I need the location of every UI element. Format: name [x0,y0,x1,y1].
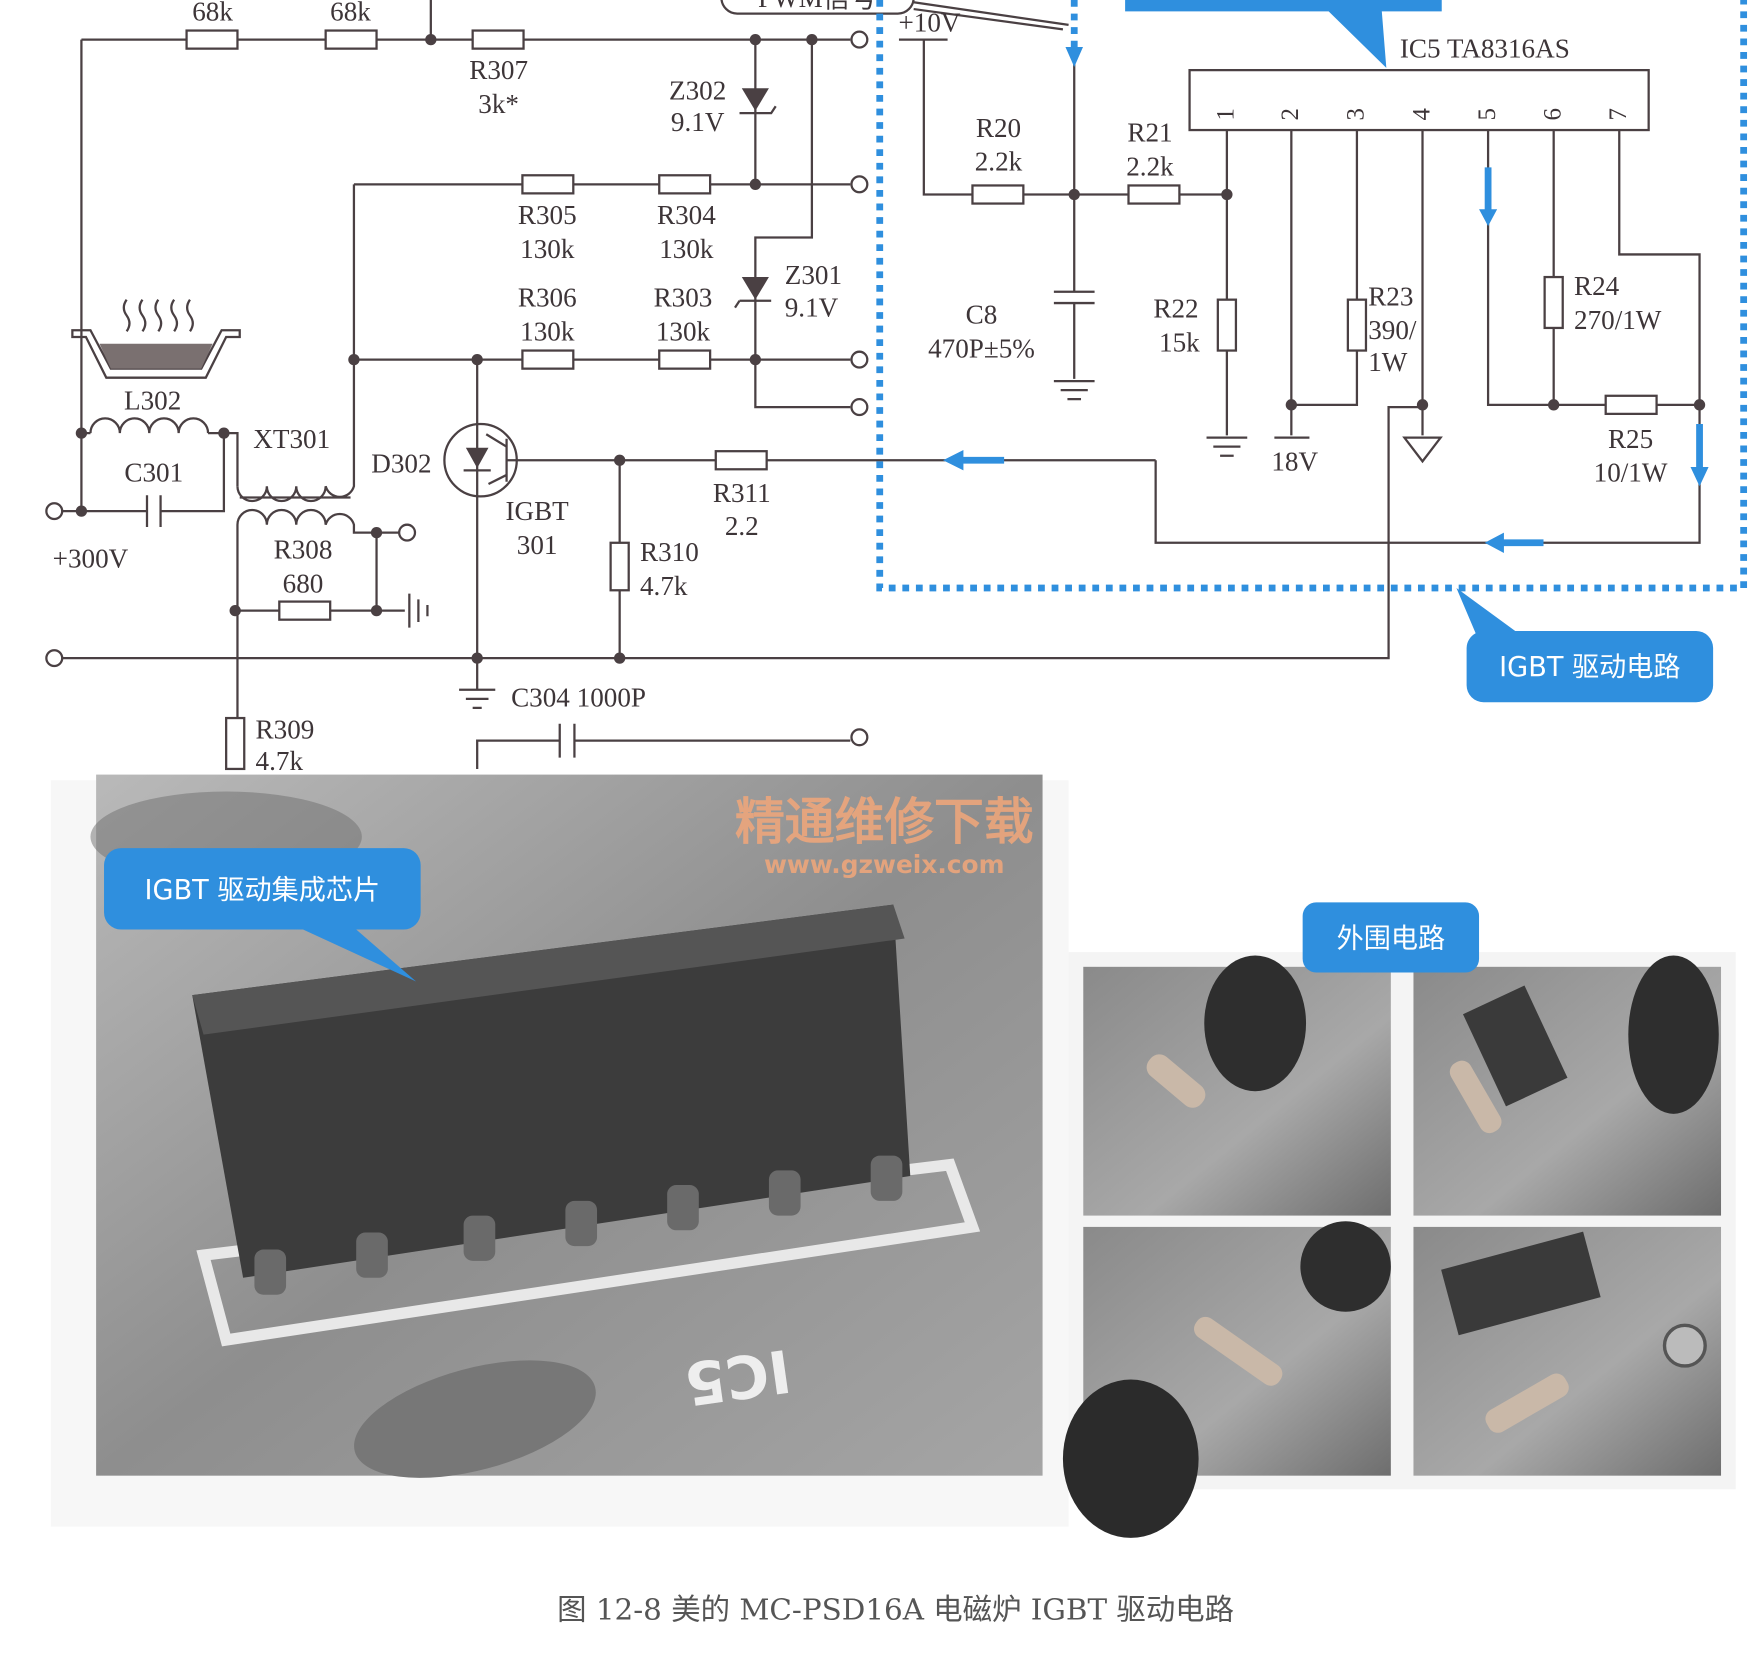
svg-text:PWM信号: PWM信号 [758,0,877,13]
label-r310: R310 [640,537,699,567]
label-r306: R306 [518,282,577,312]
schematic-left: 68k 68k R307 3k* Z302 9.1V R305 130k R30… [45,0,1423,769]
label-r20: R20 [976,113,1021,143]
value-z302: 9.1V [671,107,725,137]
figure-caption: 图 12-8 美的 MC-PSD16A 电磁炉 IGBT 驱动电路 [557,1592,1234,1626]
zener-z301 [741,277,769,300]
label-xt301: XT301 [253,424,330,454]
value-r305: 130k [520,234,575,264]
r309-group: R309 4.7k [225,714,315,776]
label-z302: Z302 [669,76,726,106]
value-z301: 9.1V [785,293,839,323]
label-r23: R23 [1368,281,1413,311]
watermark-url: www.gzweix.com [764,850,1005,879]
value-r23: 390/ [1368,315,1417,345]
ic-pin-1: 1 [1213,108,1240,120]
watermark-title: 精通维修下载 [735,792,1034,851]
pwm-signal-callout: PWM信号 [720,0,1069,31]
ic-pin-7: 7 [1605,108,1632,120]
ground-icon [1053,379,1095,401]
label-r22: R22 [1153,294,1198,324]
inductor-l302 [81,417,224,435]
ic-pin-2: 2 [1277,108,1304,120]
ground-icon [459,688,496,710]
ic-pin-4: 4 [1408,107,1435,120]
value-r20: 2.2k [975,147,1023,177]
value-r308: 680 [283,569,324,599]
ground-triangle-icon [1402,436,1443,464]
value-r311: 2.2 [725,511,759,541]
label-r304: R304 [657,200,716,230]
label-c301: C301 [124,458,183,488]
label-igbt: IGBT [505,496,569,526]
label-10v: +10V [898,8,960,38]
label-18v: 18V [1271,446,1318,476]
resistor-r307 [471,29,525,50]
value-igbt: 301 [517,530,558,560]
label-r311: R311 [713,478,771,508]
label-z301: Z301 [785,260,842,290]
ic-photo: IC5 精通维修下载 www.gzweix.com IGBT 驱动集成芯片 [50,774,1069,1527]
label-r24: R24 [1574,271,1620,301]
peripheral-circuit-callout: 外围电路 [1337,924,1446,955]
label-c304: C304 1000P [511,683,646,713]
value-r309: 4.7k [256,746,304,776]
label-68k-2: 68k [330,0,371,26]
ground-chassis-icon [408,593,429,628]
value2-r23: 1W [1368,347,1408,377]
value-r303: 130k [656,316,711,346]
label-r309: R309 [256,714,315,744]
pcb-ic5-label: IC5 [681,1336,796,1419]
ic-pin-6: 6 [1539,108,1566,120]
value-r25: 10/1W [1594,458,1668,488]
value-r22: 15k [1159,328,1200,358]
value-c8: 470P±5% [928,333,1035,363]
capacitor-c8 [1053,290,1095,305]
ground-icon [1206,436,1248,457]
label-68k-1: 68k [192,0,233,26]
label-r303: R303 [654,282,713,312]
value-r24: 270/1W [1574,305,1662,335]
label-r25: R25 [1608,424,1653,454]
ic-pin-5: 5 [1474,108,1501,120]
resistor-r309 [225,716,246,771]
value-r304: 130k [659,234,714,264]
peripheral-photos: 外围电路 [1062,902,1736,1538]
zener-z302 [741,88,769,111]
resistor-68k-1 [185,29,239,50]
label-r307: R307 [469,55,528,85]
label-300v: +300V [53,544,129,574]
value-r307: 3k* [478,89,519,119]
label-r305: R305 [518,200,577,230]
ic5-chip [1188,68,1650,132]
value-r310: 4.7k [640,571,688,601]
igbt-drive-section: +10V R20 2.2k R21 2.2k C8 470P±5% IC5 TA… [876,0,1748,703]
label-r21: R21 [1127,117,1172,147]
capacitor-c301 [145,495,162,527]
transformer-xt301 [236,359,356,502]
label-d302: D302 [371,449,431,479]
value-r306: 130k [520,316,575,346]
igbt-drive-circuit-callout: IGBT 驱动电路 [1499,652,1680,683]
value-r21: 2.2k [1126,151,1174,181]
ic-pin-3: 3 [1343,108,1370,120]
current-flow-arrows [943,167,1709,553]
resistor-68k-2 [324,29,378,50]
igbt-driver-chip-callout: IGBT 驱动集成芯片 [145,875,381,906]
label-ic5: IC5 TA8316AS [1400,34,1570,64]
label-l302: L302 [124,385,181,415]
label-c8: C8 [966,299,998,329]
label-r308: R308 [274,535,333,565]
